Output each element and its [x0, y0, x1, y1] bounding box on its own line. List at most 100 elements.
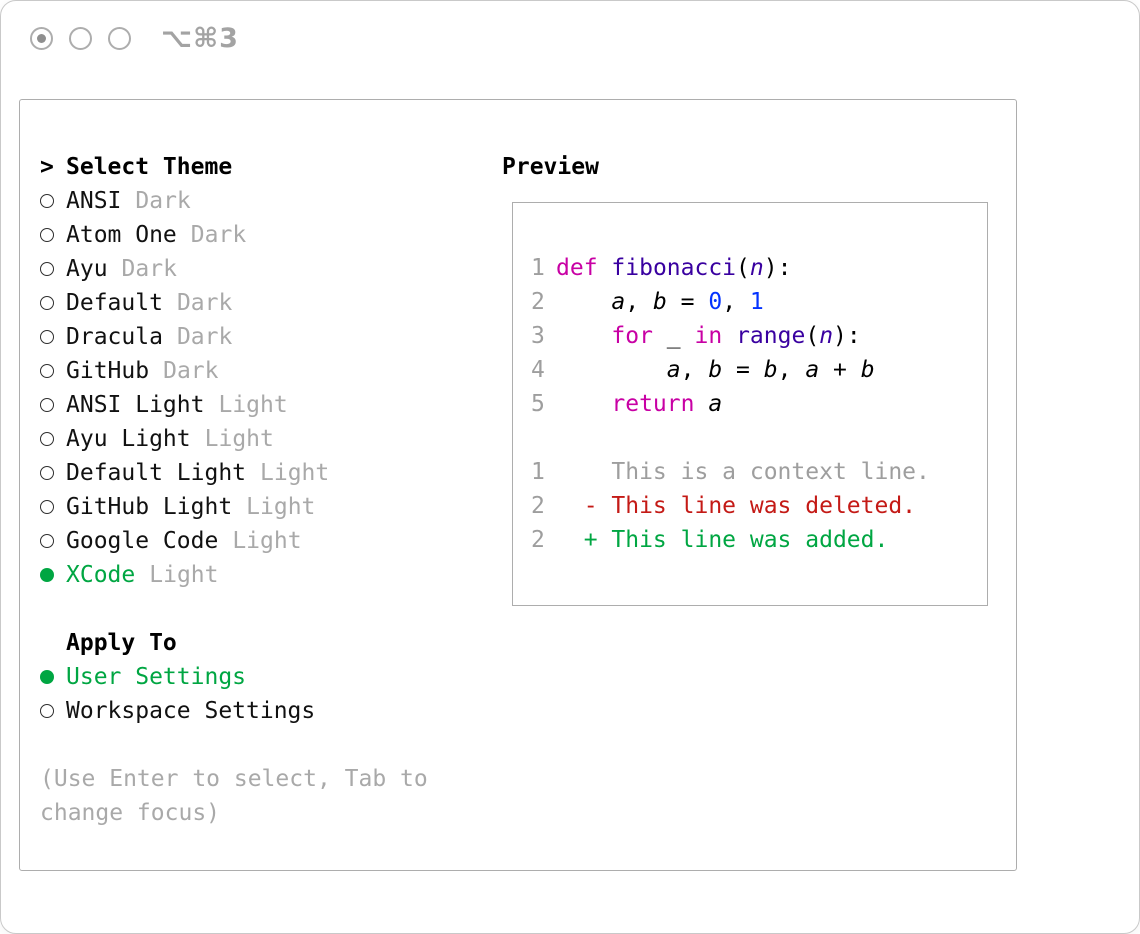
apply-option-label: Workspace Settings	[66, 698, 316, 724]
code-token	[556, 357, 667, 383]
radio-empty-dot-icon	[40, 500, 54, 514]
radio-icon	[40, 296, 66, 310]
code-token: b	[763, 357, 778, 383]
preview-title: Preview	[502, 154, 599, 180]
radio-empty-dot-icon	[40, 398, 54, 412]
radio-icon	[40, 670, 66, 684]
select-theme-title: Select Theme	[66, 154, 233, 180]
theme-variant-tag: Light	[246, 494, 316, 520]
radio-icon	[40, 364, 66, 378]
radio-icon	[40, 228, 66, 242]
code-token: ,	[625, 289, 653, 315]
apply-option-workspace-settings[interactable]: Workspace Settings	[40, 694, 485, 728]
blank-line	[531, 421, 973, 455]
radio-icon	[40, 466, 66, 480]
radio-icon	[40, 500, 66, 514]
code-text: return a	[556, 391, 722, 417]
line-number: 2	[531, 527, 545, 553]
code-token	[653, 323, 667, 349]
radio-empty-dot-icon	[40, 262, 54, 276]
code-token	[694, 391, 708, 417]
code-token	[722, 323, 736, 349]
theme-name: GitHub	[66, 358, 150, 384]
code-token	[681, 323, 695, 349]
theme-variant-tag: Dark	[190, 222, 247, 248]
radio-empty-dot-icon	[40, 704, 54, 718]
theme-variant-tag: Dark	[176, 290, 233, 316]
theme-name: Default	[66, 290, 163, 316]
theme-name: Ayu	[66, 256, 108, 282]
code-line: 3 for _ in range(n):	[531, 319, 973, 353]
radio-icon	[40, 330, 66, 344]
code-token: +	[819, 357, 861, 383]
apply-option-label: User Settings	[66, 664, 247, 690]
code-token: ,	[722, 289, 750, 315]
code-token: fibonacci	[611, 255, 737, 281]
theme-variant-tag: Light	[204, 426, 274, 452]
radio-icon	[40, 534, 66, 548]
code-token	[556, 323, 611, 349]
theme-variant-tag: Dark	[163, 358, 219, 384]
radio-icon	[40, 262, 66, 276]
window-minimize-button[interactable]	[69, 27, 92, 50]
diff-line-context: 1 This is a context line.	[531, 455, 973, 489]
keyboard-shortcut-label: ⌥⌘3	[161, 23, 239, 54]
code-token: return	[611, 391, 695, 417]
code-token: ):	[763, 255, 792, 281]
radio-empty-dot-icon	[40, 330, 54, 344]
code-token: a	[805, 357, 820, 383]
code-token: ,	[680, 357, 709, 383]
code-token: b	[652, 289, 667, 315]
code-text: for _ in range(n):	[556, 323, 860, 349]
line-number: 2	[531, 289, 545, 315]
window-close-button[interactable]	[30, 27, 53, 50]
code-token: a	[708, 391, 723, 417]
code-token: def	[556, 255, 598, 281]
apply-option-user-settings[interactable]: User Settings	[40, 660, 485, 694]
radio-empty-dot-icon	[40, 534, 54, 548]
theme-variant-tag: Light	[260, 460, 330, 486]
code-token	[556, 391, 611, 417]
theme-option-default[interactable]: Default Dark	[40, 286, 485, 320]
code-token: range	[736, 323, 806, 349]
radio-icon	[40, 568, 66, 582]
radio-empty-dot-icon	[40, 432, 54, 446]
theme-variant-tag: Dark	[135, 188, 191, 214]
line-number: 5	[531, 391, 545, 417]
code-token: _	[666, 323, 681, 349]
code-token: (	[736, 255, 750, 281]
line-number: 2	[531, 493, 545, 519]
theme-variant-tag: Light	[218, 392, 288, 418]
diff-preview: 1 This is a context line.2 - This line w…	[531, 455, 973, 557]
theme-option-default-light[interactable]: Default Light Light	[40, 456, 485, 490]
window-zoom-button[interactable]	[108, 27, 131, 50]
radio-selected-dot-icon	[40, 670, 54, 684]
diff-text: + This line was added.	[556, 527, 889, 553]
prompt-icon: >	[40, 154, 54, 180]
radio-icon	[40, 432, 66, 446]
theme-name: Default Light	[66, 460, 247, 486]
apply-to-title: Apply To	[66, 630, 177, 656]
code-token	[556, 289, 611, 315]
theme-option-github[interactable]: GitHub Dark	[40, 354, 485, 388]
theme-name: Dracula	[66, 324, 163, 350]
code-token: ,	[777, 357, 806, 383]
radio-empty-dot-icon	[40, 296, 54, 310]
radio-empty-dot-icon	[40, 194, 54, 208]
code-text: def fibonacci(n):	[556, 255, 791, 281]
